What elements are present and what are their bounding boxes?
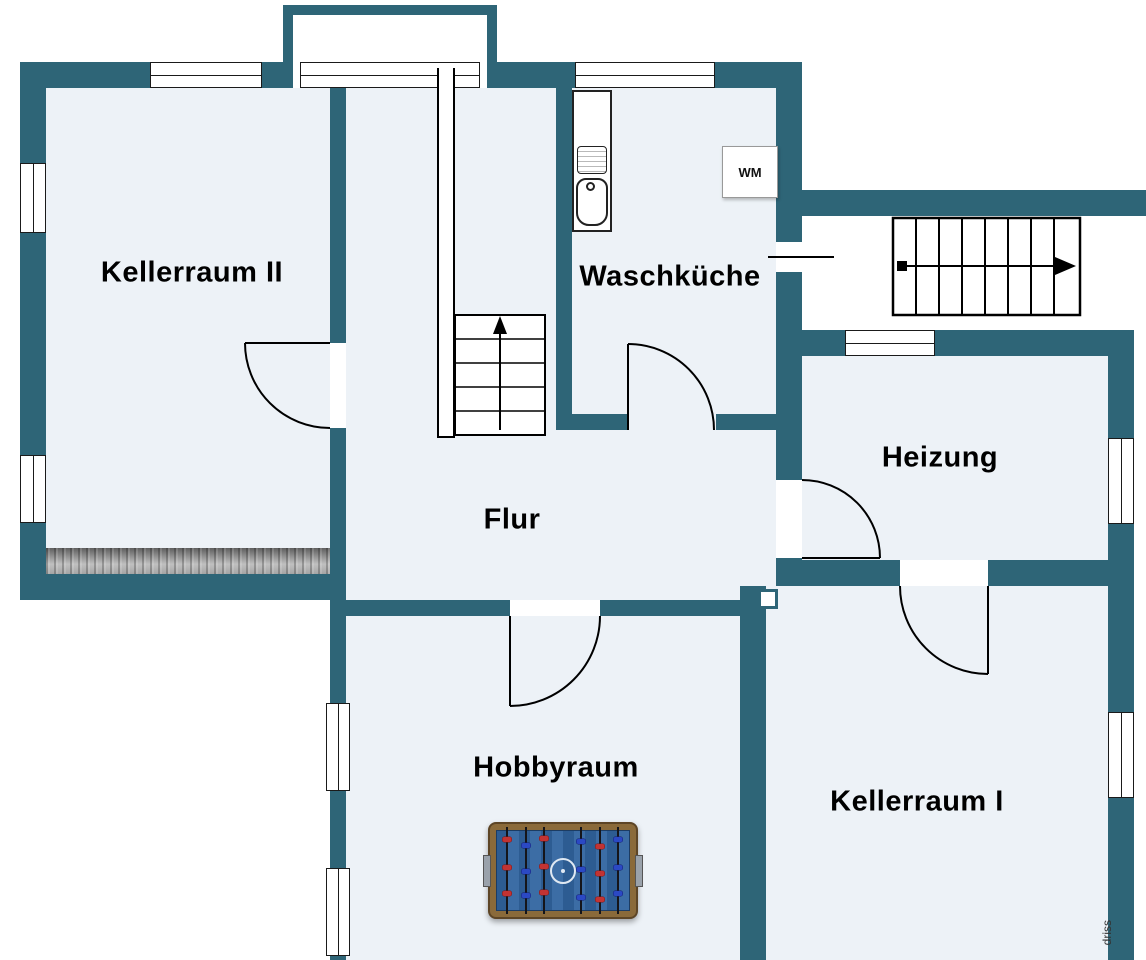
window-heizung-right — [1108, 438, 1134, 524]
interior-stairs — [454, 314, 546, 436]
wall-hobbyraum-kellerraum1 — [740, 586, 766, 960]
foosball-rod — [539, 827, 549, 914]
door-arc-waschkueche — [627, 343, 715, 431]
door-arc-hobbyraum — [509, 615, 601, 707]
door-arc-heizung — [801, 479, 881, 559]
room-label-flur: Flur — [483, 503, 541, 536]
wall-stair-corridor-top — [776, 190, 1146, 216]
light-well-right-edge — [487, 5, 497, 62]
window-left-upper — [20, 163, 46, 233]
wall-flur-hobbyraum-left — [330, 600, 510, 616]
door-arc-kellerraum1 — [899, 585, 989, 675]
room-label-kellerraum2: Kellerraum II — [100, 256, 284, 289]
floor-kellerraum2 — [46, 88, 330, 574]
door-arc-kellerraum2 — [244, 342, 331, 429]
wall-kellerraum2-flur-upper — [330, 88, 346, 343]
door-symbols — [244, 256, 989, 707]
duct-notch — [758, 589, 778, 609]
foosball-goal-right — [635, 854, 643, 887]
floor-kellerraum1 — [766, 586, 1108, 960]
window-top-kellerraum2 — [150, 62, 262, 88]
window-hobbyraum-lower — [326, 868, 350, 956]
exterior-stairs — [891, 216, 1082, 317]
stair-up-arrowhead — [493, 316, 507, 334]
washing-machine-label: WM — [738, 164, 762, 180]
foosball-rod — [576, 827, 586, 914]
window-kellerraum1-right — [1108, 712, 1134, 798]
foosball-table — [483, 822, 643, 919]
room-label-heizung: Heizung — [881, 441, 999, 474]
wall-heizung-kellerraum1-right — [988, 560, 1108, 586]
room-label-kellerraum1: Kellerraum I — [830, 785, 1004, 818]
foosball-rod — [502, 827, 512, 914]
stair-side-wall — [437, 68, 455, 438]
room-label-waschkueche: Waschküche — [579, 260, 761, 293]
watermark-text: driss — [1100, 920, 1114, 946]
window-top-waschkueche — [575, 62, 715, 88]
light-well-left-edge — [283, 5, 293, 62]
window-hobbyraum-upper — [326, 703, 350, 791]
wall-kellerraum2-bottom — [20, 574, 346, 600]
wall-heizung-top — [776, 330, 1134, 356]
wall-right-upper-b — [776, 272, 802, 480]
stair-run-arrowhead — [1055, 257, 1076, 275]
sink-faucet-icon — [586, 182, 595, 191]
foosball-rod — [613, 827, 623, 914]
floor-heizung — [802, 356, 1108, 560]
wall-flur-waschkueche — [556, 88, 572, 430]
wall-right-exterior — [1108, 330, 1134, 960]
wall-flur-hobbyraum-right — [600, 600, 740, 616]
foosball-field — [496, 827, 630, 914]
foosball-rod — [595, 827, 605, 914]
window-left-lower — [20, 455, 46, 523]
foosball-center-circle — [550, 857, 576, 884]
light-well-top-edge — [283, 5, 497, 15]
room-label-hobbyraum: Hobbyraum — [473, 751, 639, 784]
wall-waschkueche-bottom-left — [556, 414, 628, 430]
wall-kellerraum2-flur-lower — [330, 428, 346, 574]
sink-drainboard — [577, 146, 607, 174]
washing-machine: WM — [722, 146, 778, 198]
foosball-goal-left — [483, 854, 491, 887]
window-heizung-top — [845, 330, 935, 356]
foosball-rod — [521, 827, 531, 914]
wall-heizung-kellerraum1-left — [776, 560, 900, 586]
